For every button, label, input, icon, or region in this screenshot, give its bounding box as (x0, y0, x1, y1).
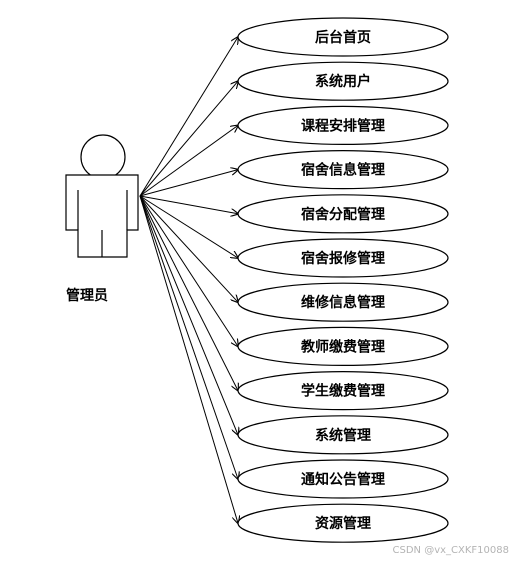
actor-head (80, 134, 126, 180)
use-case-label: 学生缴费管理 (301, 383, 385, 400)
use-case-ellipse (237, 459, 449, 499)
use-case: 后台首页 (237, 17, 449, 57)
use-case-label: 宿舍报修管理 (301, 250, 385, 267)
association-line (139, 195, 238, 258)
use-case: 系统用户 (237, 61, 449, 101)
use-case-label: 系统用户 (315, 73, 371, 90)
use-case-ellipse (237, 17, 449, 57)
actor-figure (65, 134, 139, 258)
use-case-ellipse (237, 194, 449, 234)
use-case-ellipse (237, 326, 449, 366)
use-case-ellipse (237, 503, 449, 543)
use-case: 维修信息管理 (237, 282, 449, 322)
use-case-label: 资源管理 (315, 515, 371, 532)
association-line (139, 195, 238, 435)
use-case: 课程安排管理 (237, 105, 449, 146)
association-line (139, 195, 238, 302)
association-line (139, 195, 238, 346)
use-case: 学生缴费管理 (237, 371, 449, 411)
association-line (139, 125, 238, 197)
use-case-label: 教师缴费管理 (301, 338, 385, 355)
use-case: 通知公告管理 (237, 459, 449, 499)
use-case-label: 系统管理 (315, 427, 371, 444)
use-case-ellipse (237, 371, 449, 411)
use-case: 宿舍分配管理 (237, 194, 449, 234)
use-case-ellipse (237, 415, 449, 455)
use-case: 宿舍信息管理 (237, 150, 449, 190)
use-case-ellipse (237, 238, 449, 278)
use-case-list: 后台首页系统用户课程安排管理宿舍信息管理宿舍分配管理宿舍报修管理维修信息管理教师… (237, 17, 449, 543)
association-line (139, 195, 238, 391)
use-case: 资源管理 (237, 503, 449, 543)
actor-label: 管理员 (66, 287, 108, 304)
use-case: 系统管理 (237, 415, 449, 455)
use-case-label: 宿舍分配管理 (301, 206, 385, 223)
association-line (139, 37, 238, 197)
use-case-label: 宿舍信息管理 (301, 162, 385, 179)
use-case-label: 通知公告管理 (301, 471, 385, 488)
association-line (139, 195, 238, 479)
use-case-ellipse (237, 282, 449, 322)
association-lines (139, 37, 238, 523)
use-case-label: 课程安排管理 (301, 117, 385, 134)
association-line (139, 81, 238, 197)
use-case: 教师缴费管理 (237, 326, 449, 366)
watermark: CSDN @vx_CXKF10088 (393, 545, 509, 556)
use-case-ellipse (237, 61, 449, 101)
use-case-ellipse (237, 105, 449, 146)
use-case-ellipse (237, 150, 449, 190)
association-line (139, 170, 238, 197)
association-line (139, 195, 238, 214)
use-case-label: 后台首页 (315, 29, 371, 46)
use-case-label: 维修信息管理 (301, 294, 385, 311)
use-case: 宿舍报修管理 (237, 238, 449, 278)
association-line (139, 195, 238, 523)
actor-body (65, 174, 139, 258)
